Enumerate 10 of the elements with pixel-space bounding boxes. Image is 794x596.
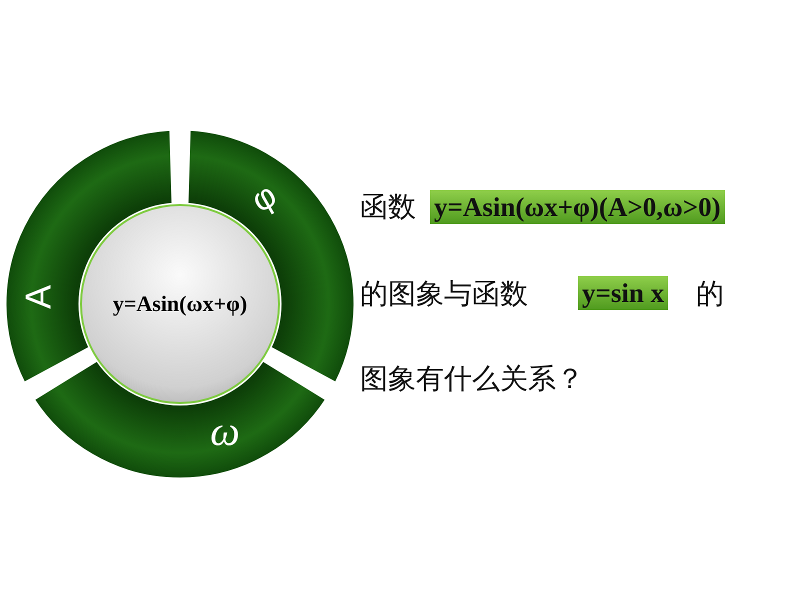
formula-text: y=Asin(ωx+φ) <box>112 291 248 317</box>
segment-label: φ <box>244 176 284 220</box>
highlighted-formula: y=sin x <box>578 276 668 310</box>
highlighted-formula: y=Asin(ωx+φ)(A>0,ω>0) <box>430 190 725 224</box>
segment-label: ω <box>210 409 240 455</box>
question-text: 的图象与函数 <box>360 276 528 312</box>
question-text: 的 <box>696 276 724 312</box>
question-text: 函数 <box>360 189 416 225</box>
segment-label: A <box>18 285 58 309</box>
question-text: 图象有什么关系？ <box>360 361 584 397</box>
